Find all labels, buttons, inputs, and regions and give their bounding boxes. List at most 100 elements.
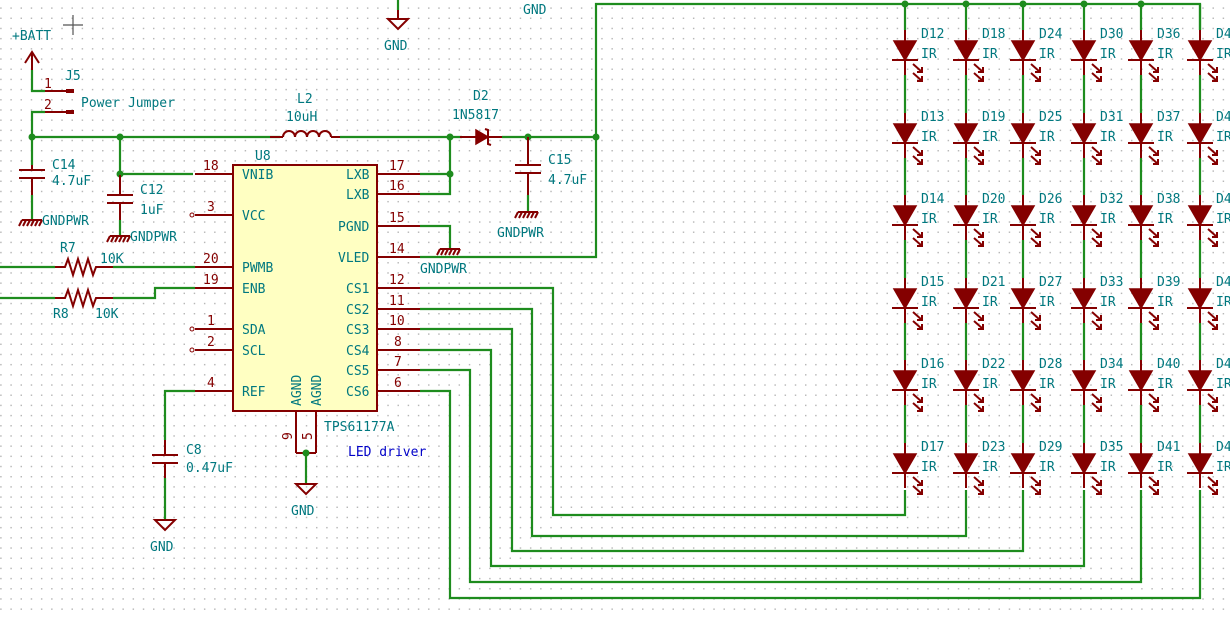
led-value: IR — [982, 130, 998, 145]
led-value: IR — [1100, 460, 1116, 475]
pin-name: REF — [242, 385, 266, 400]
cs-net-wire[interactable] — [420, 348, 1086, 568]
ic-u8[interactable]: U8 TPS61177A LED driver 18VNIB3VCC20PWMB… — [195, 149, 426, 460]
r8-ref: R8 — [53, 307, 69, 322]
led-ref: D4 — [1216, 275, 1230, 290]
batt-label: +BATT — [12, 29, 51, 44]
gnd-label: GND — [384, 39, 408, 54]
pin-number: 6 — [394, 376, 402, 391]
pin-name: CS3 — [346, 323, 369, 338]
pin-number: 19 — [203, 273, 219, 288]
pin-number: 15 — [389, 211, 405, 226]
led-value: IR — [1100, 130, 1116, 145]
diode-d2[interactable]: D2 1N5817 — [452, 89, 502, 146]
led-value: IR — [921, 377, 937, 392]
led-value: IR — [1157, 460, 1173, 475]
led-value: IR — [1216, 295, 1230, 310]
gnd-net-label: GND — [523, 3, 547, 18]
light-emission-icon — [1148, 311, 1159, 330]
capacitor-c14[interactable]: C14 4.7uF — [19, 137, 91, 220]
led-ref: D26 — [1039, 192, 1062, 207]
light-emission-icon — [973, 476, 984, 495]
c15-value: 4.7uF — [548, 173, 587, 188]
led-value: IR — [1216, 130, 1230, 145]
batt-power-symbol[interactable]: +BATT — [12, 29, 51, 70]
led-value: IR — [982, 377, 998, 392]
d2-ref: D2 — [473, 89, 489, 104]
led-ref: D4 — [1216, 27, 1230, 42]
pin-name: VNIB — [242, 168, 273, 183]
led-ref: D29 — [1039, 440, 1062, 455]
cs-net-wire[interactable] — [420, 368, 1143, 584]
led-value: IR — [1039, 377, 1055, 392]
led-value: IR — [921, 47, 937, 62]
led-ref: D32 — [1100, 192, 1123, 207]
capacitor-c8[interactable]: C8 0.47uF — [152, 440, 233, 519]
gndpwr-label: GNDPWR — [130, 230, 177, 245]
gnd-symbol: GND — [150, 519, 178, 555]
pin-name: CS6 — [346, 385, 369, 400]
cs-net-wire[interactable] — [420, 286, 907, 517]
pin-name: LXB — [346, 188, 370, 203]
resistor-r7[interactable]: R7 10K — [0, 241, 195, 279]
light-emission-icon — [912, 63, 923, 82]
connector-j5[interactable]: 1 2 J5 Power Jumper — [44, 69, 175, 114]
resistor-r8[interactable]: R8 10K — [0, 286, 195, 322]
r7-value: 10K — [100, 252, 124, 267]
pin-name: ENB — [242, 282, 266, 297]
cs-net-wire[interactable] — [420, 307, 968, 538]
led-ref: D23 — [982, 440, 1005, 455]
light-emission-icon — [1030, 63, 1041, 82]
j5-pin-1: 1 — [44, 77, 52, 92]
capacitor-c12[interactable]: C12 1uF — [107, 137, 193, 235]
cs-net-wire[interactable] — [420, 327, 1025, 553]
light-emission-icon — [1030, 393, 1041, 412]
pin-number: 1 — [207, 314, 215, 329]
pin-name: AGND — [290, 375, 305, 406]
capacitor-c15[interactable]: C15 4.7uF — [515, 137, 587, 211]
pin-number: 12 — [389, 273, 405, 288]
pin-number: 5 — [301, 432, 316, 440]
led-value: IR — [1100, 212, 1116, 227]
light-emission-icon — [1091, 311, 1102, 330]
cs-net-wire[interactable] — [420, 389, 1202, 600]
inductor-l2[interactable]: L2 10uH — [270, 92, 462, 139]
